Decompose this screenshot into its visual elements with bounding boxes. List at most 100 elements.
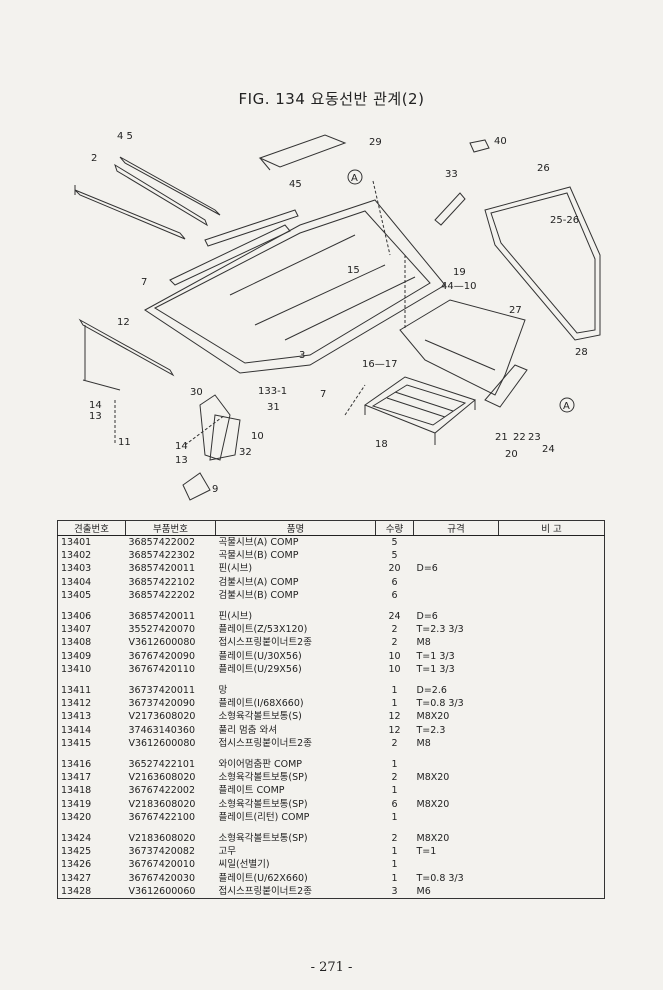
cell-spec: T=2.3 bbox=[416, 724, 446, 736]
cell-remark bbox=[499, 845, 605, 858]
cell-spec bbox=[414, 811, 499, 824]
cell-remark bbox=[499, 758, 605, 771]
page-number: - 271 - bbox=[310, 960, 353, 975]
cell-part: 36767420030 bbox=[128, 872, 196, 884]
cell-name: 소형육각볼트보통(SP) bbox=[218, 798, 308, 810]
cell-qty: 2 bbox=[391, 833, 398, 845]
cell-remark bbox=[499, 710, 605, 723]
cell-no: 13410 bbox=[61, 663, 92, 675]
cell-remark bbox=[499, 576, 605, 589]
label-10: 10 bbox=[251, 431, 264, 442]
cell-qty: 1 bbox=[391, 811, 398, 823]
cell-qty: 2 bbox=[391, 624, 398, 636]
cell-name: 소형육각볼트보통(S) bbox=[218, 711, 302, 723]
cell-remark bbox=[499, 536, 605, 550]
label-31: 31 bbox=[267, 402, 280, 413]
cell-spec: D=2.6 bbox=[416, 685, 447, 697]
cell-no: 13426 bbox=[61, 859, 92, 871]
cell-part: 36857420011 bbox=[128, 563, 196, 575]
cell-name: 검불시브(A) COMP bbox=[218, 576, 299, 588]
cell-spec: M6 bbox=[413, 884, 499, 900]
cell-name: 플레이트(리턴) COMP bbox=[218, 811, 310, 823]
col-header-remarks: 비 고 bbox=[498, 520, 605, 536]
label-21: 21 bbox=[495, 432, 508, 443]
cell-spec: D=6 bbox=[416, 563, 438, 575]
cell-qty: 6 bbox=[391, 798, 398, 810]
cell-name: 와이어멈춤판 COMP bbox=[218, 759, 303, 771]
main-frame bbox=[144, 199, 446, 374]
cell-qty: 10 bbox=[388, 663, 401, 675]
reference-marker-a-2 bbox=[559, 397, 575, 413]
rail-part-2 bbox=[74, 189, 186, 240]
cell-name: 핀(시브) bbox=[218, 611, 253, 623]
label-26: 26 bbox=[537, 163, 550, 174]
cell-qty: 1 bbox=[391, 698, 398, 710]
label-29: 29 bbox=[369, 137, 382, 148]
cell-name: 접시스프링붙이너트2종 bbox=[218, 737, 312, 749]
label-32: 32 bbox=[239, 447, 252, 458]
cell-no: 13406 bbox=[61, 611, 92, 623]
cell-part: V2183608020 bbox=[128, 833, 196, 845]
cell-no: 13404 bbox=[61, 576, 92, 588]
cell-name: 플레이트(U/30X56) bbox=[218, 650, 302, 662]
cell-qty: 6 bbox=[391, 576, 398, 588]
cell-part: 37463140360 bbox=[128, 724, 196, 736]
label-a-1: A bbox=[351, 173, 358, 184]
label-9: 9 bbox=[212, 484, 218, 495]
cell-qty: 1 bbox=[391, 785, 398, 797]
right-frame-part-27 bbox=[399, 299, 526, 396]
label-7-a: 7 bbox=[141, 277, 147, 288]
cell-part: 36857422202 bbox=[128, 589, 196, 601]
label-19: 19 bbox=[453, 267, 466, 278]
cell-remark bbox=[499, 832, 605, 845]
cell-spec: T=1 3/3 bbox=[416, 650, 455, 662]
cell-remark bbox=[499, 798, 605, 811]
cell-spec: M8X20 bbox=[416, 798, 450, 810]
cell-no: 13413 bbox=[61, 711, 92, 723]
cell-remark bbox=[499, 811, 605, 824]
cell-remark bbox=[499, 737, 605, 750]
label-7-b: 7 bbox=[320, 389, 326, 400]
cell-part: V3612600080 bbox=[128, 637, 196, 649]
cell-qty: 1 bbox=[391, 759, 398, 771]
cell-part: 36767420110 bbox=[128, 663, 196, 675]
cell-spec: M8X20 bbox=[416, 833, 450, 845]
col-header-part-no: 부품번호 bbox=[125, 520, 216, 536]
cell-part: 36857422002 bbox=[128, 537, 196, 548]
cell-qty: 1 bbox=[391, 846, 398, 858]
cell-remark bbox=[499, 549, 605, 562]
cell-name: 소형육각볼트보통(SP) bbox=[218, 833, 308, 845]
table-header-row: 견출번호 부품번호 품명 수량 규격 비 고 bbox=[57, 520, 605, 536]
cell-part: 36767422100 bbox=[128, 811, 196, 823]
label-23: 23 bbox=[528, 432, 541, 443]
table-gap-row bbox=[58, 824, 605, 832]
cell-remark bbox=[499, 784, 605, 797]
cell-qty: 6 bbox=[391, 589, 398, 601]
cell-part: V2173608020 bbox=[128, 711, 196, 723]
cell-spec: M8 bbox=[416, 737, 431, 749]
cell-no: 13425 bbox=[61, 846, 92, 858]
part-30 bbox=[199, 394, 231, 461]
cell-qty: 2 bbox=[391, 772, 398, 784]
cell-part: 36767420010 bbox=[128, 859, 196, 871]
part-33 bbox=[434, 192, 466, 226]
label-45: 45 bbox=[289, 179, 302, 190]
cell-part: 35527420070 bbox=[128, 624, 196, 636]
cell-no: 13428 bbox=[57, 884, 126, 900]
table-gap-row bbox=[58, 602, 605, 610]
cell-no: 13424 bbox=[61, 833, 92, 845]
